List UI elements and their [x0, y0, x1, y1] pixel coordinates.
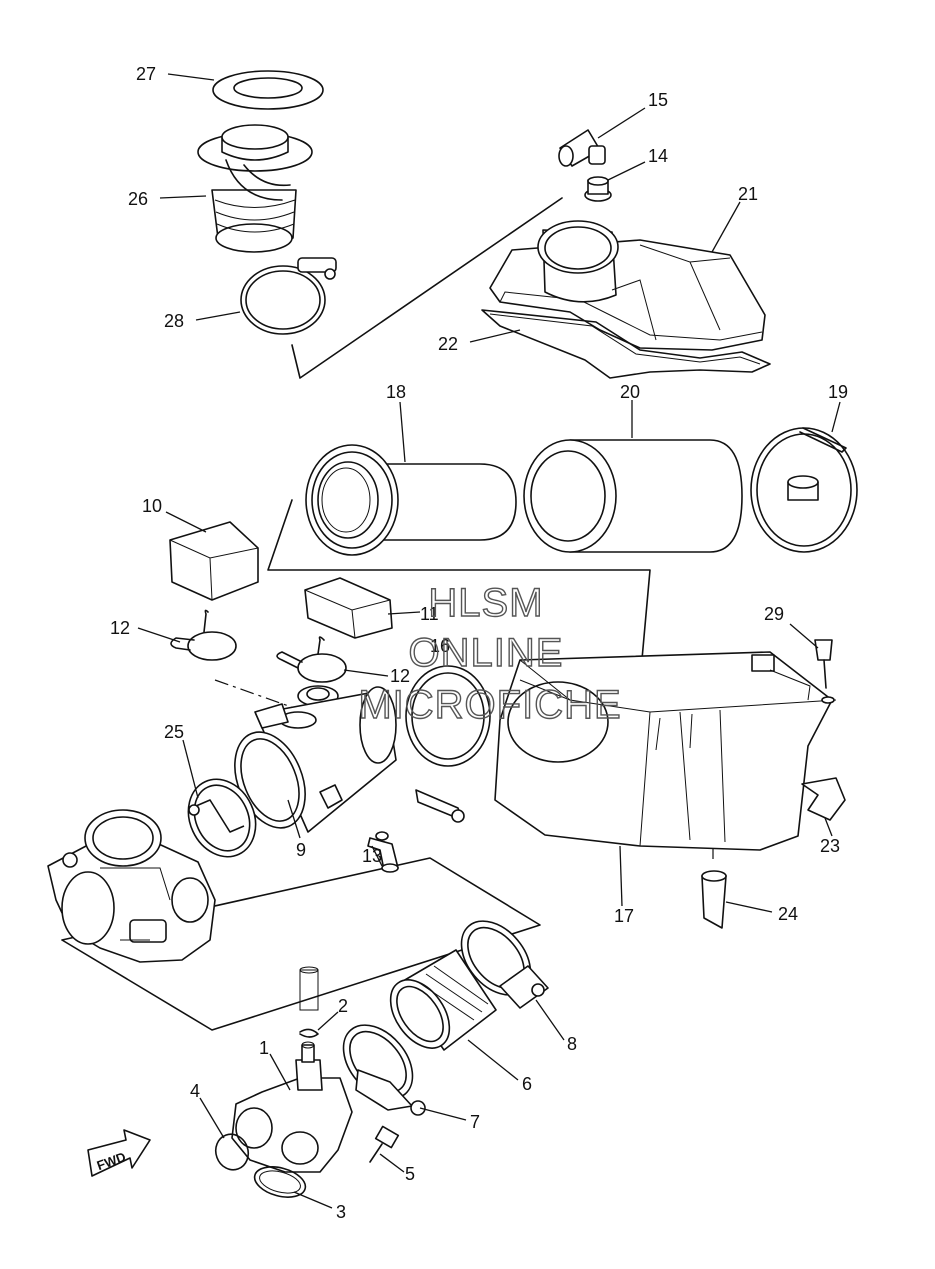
callout-4: 4 — [190, 1081, 200, 1101]
part-23-clip — [801, 777, 846, 821]
part-12-clip-a — [170, 609, 237, 661]
callout-10: 10 — [142, 496, 162, 516]
part-4-o-ring — [214, 1133, 250, 1171]
part-16-clamp — [405, 665, 491, 823]
callout-29: 29 — [764, 604, 784, 624]
part-13-elbow — [367, 831, 399, 873]
part-24-drain — [701, 870, 727, 929]
part-18-filter — [305, 444, 517, 556]
callout-19: 19 — [828, 382, 848, 402]
part-25-clamp — [187, 778, 257, 858]
part-20-filter — [523, 439, 743, 553]
watermark-line-3: MICROFICHE — [358, 683, 621, 727]
carburetor — [47, 809, 216, 963]
watermark-line-1: HLSM — [428, 581, 543, 625]
callout-14: 14 — [648, 146, 668, 166]
fwd-arrow-icon: FWD — [87, 1129, 151, 1177]
callout-12a: 12 — [110, 618, 130, 638]
part-14-grommet — [584, 176, 612, 202]
callout-7: 7 — [470, 1112, 480, 1132]
leader-lines — [137, 73, 841, 1209]
part-11-sponge — [304, 577, 393, 639]
callout-labels: 27 26 28 15 14 21 22 18 20 19 10 12 11 1… — [110, 64, 848, 1222]
assembly-lines — [61, 197, 806, 1031]
callout-11: 11 — [420, 604, 439, 624]
callout-15: 15 — [648, 90, 668, 110]
part-5-bolt — [369, 1125, 400, 1163]
callout-5: 5 — [405, 1164, 415, 1184]
callout-2: 2 — [338, 996, 348, 1016]
part-6-joint — [389, 949, 497, 1051]
watermark: HLSM ONLINE MICROFICHE — [358, 580, 622, 727]
callout-25: 25 — [164, 722, 184, 742]
callout-28: 28 — [164, 311, 184, 331]
part-26-intake-duct — [197, 124, 313, 253]
part-17-airbox — [494, 651, 837, 851]
callout-18: 18 — [386, 382, 406, 402]
callout-21: 21 — [738, 184, 758, 204]
callout-20: 20 — [620, 382, 640, 402]
callout-3: 3 — [336, 1202, 346, 1222]
part-28-clamp — [240, 257, 337, 335]
part-22-gasket — [481, 309, 771, 379]
callout-12b: 12 — [390, 666, 410, 686]
part-19-cap — [750, 427, 858, 553]
part-1-manifold — [231, 1041, 353, 1173]
callout-26: 26 — [128, 189, 148, 209]
part-29-screw — [814, 639, 835, 704]
part-7-clamp — [342, 1024, 426, 1116]
callout-17: 17 — [614, 906, 634, 926]
callout-6: 6 — [522, 1074, 532, 1094]
part-27-seal — [212, 70, 324, 110]
callout-23: 23 — [820, 836, 840, 856]
part-9-joint — [234, 686, 397, 833]
part-10-sponge — [169, 521, 259, 601]
callout-1: 1 — [259, 1038, 269, 1058]
callout-8: 8 — [567, 1034, 577, 1054]
part-12-clip-b — [276, 636, 347, 683]
part-3-o-ring — [253, 1166, 307, 1198]
part-15-elbow — [558, 129, 606, 167]
part-21-airbox-cover — [489, 220, 766, 351]
watermark-line-2: ONLINE — [409, 631, 564, 675]
part-2-pipe — [299, 966, 319, 1038]
callout-16: 16 — [430, 636, 450, 656]
callout-13: 13 — [362, 846, 382, 866]
callout-24: 24 — [778, 904, 798, 924]
callout-22: 22 — [438, 334, 458, 354]
part-8-clamp — [460, 920, 549, 1009]
callout-27: 27 — [136, 64, 156, 84]
callout-9: 9 — [296, 840, 306, 860]
